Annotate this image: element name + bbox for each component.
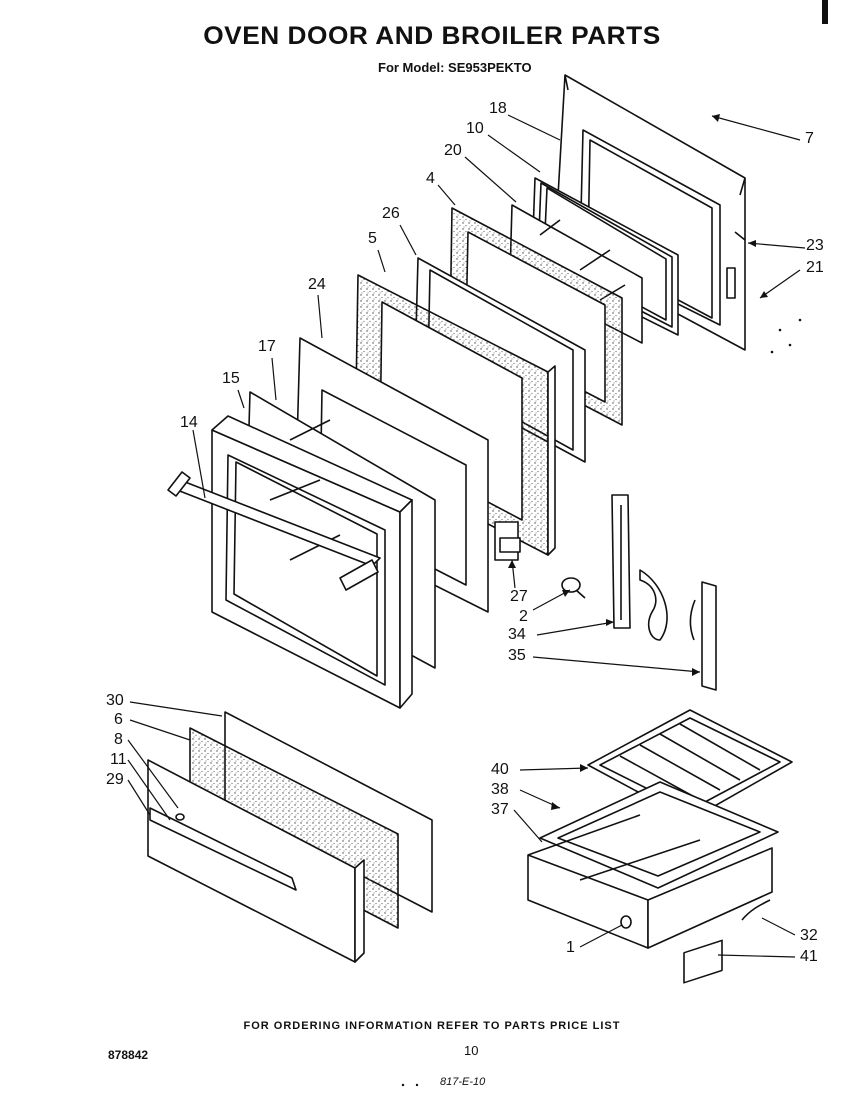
callout-11: 11	[110, 751, 127, 768]
callout-37: 37	[491, 801, 509, 818]
callout-8: 8	[114, 731, 123, 748]
callout-27: 27	[510, 588, 528, 605]
callout-20: 20	[444, 142, 462, 159]
callout-17: 17	[258, 338, 276, 355]
callout-18: 18	[489, 100, 507, 117]
callout-26: 26	[382, 205, 400, 222]
callout-29: 29	[106, 771, 124, 788]
callout-30: 30	[106, 692, 124, 709]
callout-34: 34	[508, 626, 526, 643]
broiler-drawer-panels	[147, 711, 433, 963]
callout-15: 15	[222, 370, 240, 387]
callout-38: 38	[491, 781, 509, 798]
callout-10: 10	[466, 120, 484, 137]
door-handle	[167, 471, 381, 591]
callout-4: 4	[426, 170, 435, 187]
ordering-note: FOR ORDERING INFORMATION REFER TO PARTS …	[243, 1020, 621, 1032]
callout-24: 24	[308, 276, 326, 293]
callout-6: 6	[114, 711, 123, 728]
callout-40: 40	[491, 761, 509, 778]
dash-marks	[401, 318, 802, 1087]
callout-35: 35	[508, 647, 526, 664]
callout-32: 32	[800, 927, 818, 944]
callout-7: 7	[805, 130, 814, 147]
arrow-heads	[508, 114, 768, 810]
hinge-assembly	[499, 494, 717, 691]
margin-mark	[822, 0, 828, 24]
leader-lines	[127, 114, 806, 958]
callout-14: 14	[180, 414, 198, 431]
stamp-code: 817-E-10	[440, 1076, 486, 1088]
callout-21: 21	[806, 259, 824, 276]
callout-23: 23	[806, 237, 824, 254]
outer-door-frame	[211, 415, 413, 709]
part-code: 878842	[108, 1048, 149, 1062]
callout-2: 2	[519, 608, 528, 625]
page-number: 10	[464, 1043, 479, 1058]
callout-5: 5	[368, 230, 377, 247]
callout-1: 1	[566, 939, 575, 956]
page-title: OVEN DOOR AND BROILER PARTS	[203, 22, 661, 50]
callout-41: 41	[800, 948, 818, 965]
broiler-pan-assembly	[527, 709, 793, 984]
model-line: For Model: SE953PEKTO	[378, 60, 532, 75]
